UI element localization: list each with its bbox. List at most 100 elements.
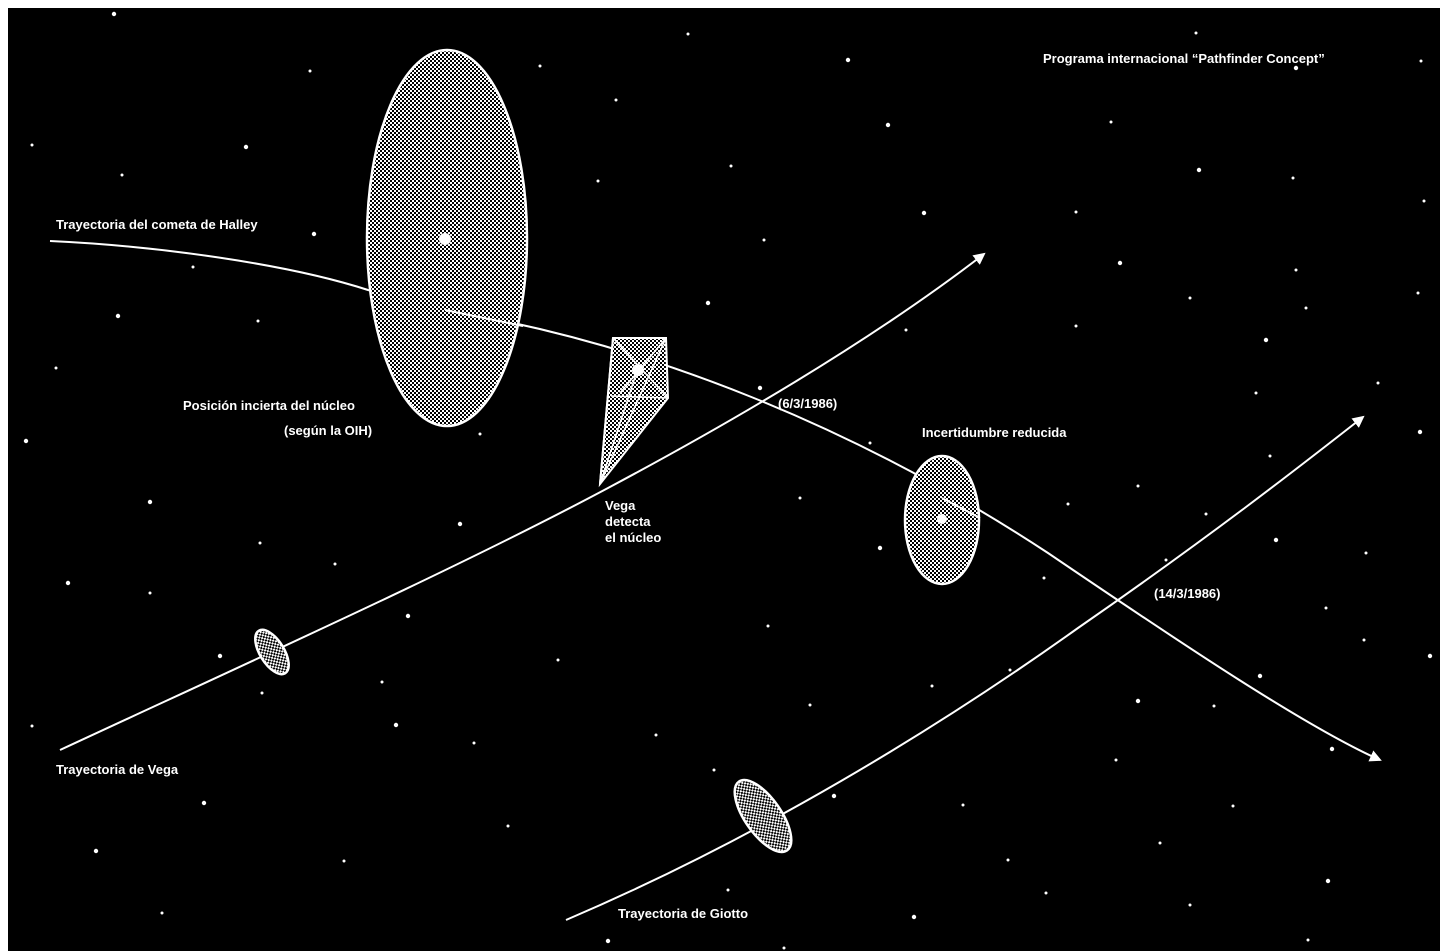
star [1232,805,1235,808]
star [1423,200,1426,203]
vega-trajectory-label: Trayectoria de Vega [56,762,178,778]
star [597,180,600,183]
reduced-uncertainty-label: Incertidumbre reducida [922,425,1066,441]
star [615,99,618,102]
uncertain-position-label: Posición incierta del núcleo [183,398,355,414]
diagram-canvas: Programa internacional “Pathfinder Conce… [8,8,1440,951]
star [869,442,872,445]
star [905,329,908,332]
star [149,592,152,595]
star [1365,552,1368,555]
star [1274,538,1278,542]
star [257,320,260,323]
star [1258,674,1262,678]
star [112,12,116,16]
star [244,145,248,149]
star [1255,392,1258,395]
star [687,33,690,36]
giotto-trajectory-label: Trayectoria de Giotto [618,906,748,922]
giotto-probe [724,771,802,860]
star [381,681,384,684]
star [1189,904,1192,907]
diagram-title: Programa internacional “Pathfinder Conce… [1043,51,1325,67]
star [1136,699,1140,703]
star [343,860,346,863]
star [116,314,120,318]
star [479,433,482,436]
star [922,211,926,215]
uncertain-position-source-label: (según la OIH) [284,423,372,439]
star [846,58,850,62]
star [1295,269,1298,272]
star [202,801,206,805]
star [55,367,58,370]
star [31,144,34,147]
star [758,386,762,390]
halley-trajectory-line [50,241,1380,760]
star [886,123,890,127]
star [962,804,965,807]
star [334,563,337,566]
vega-detects-label-2: detecta [605,514,651,530]
nucleus-position-marker [439,233,451,245]
star [557,659,560,662]
star [1115,759,1118,762]
star [730,165,733,168]
star [1075,325,1078,328]
star [1197,168,1201,172]
star [192,266,195,269]
diagram-svg [8,8,1440,951]
star [912,915,916,919]
date-vega-label: (6/3/1986) [778,396,837,412]
star [606,939,610,943]
halley-trajectory-label: Trayectoria del cometa de Halley [56,217,258,233]
star [406,614,410,618]
vega-detects-label-1: Vega [605,498,635,514]
star [1363,639,1366,642]
star [309,70,312,73]
star [1213,705,1216,708]
star [312,232,316,236]
star [1189,297,1192,300]
star [1325,607,1328,610]
vega-probe [249,624,296,679]
star [832,794,836,798]
nucleus-marker-reduced [937,514,947,524]
star [1165,559,1168,562]
star [24,439,28,443]
star [1067,503,1070,506]
star [1075,211,1078,214]
star [507,825,510,828]
star [767,625,770,628]
star [1417,292,1420,295]
star [1043,577,1046,580]
star [809,704,812,707]
star [1045,892,1048,895]
star [1420,60,1423,63]
star [539,65,542,68]
star [259,542,262,545]
star [1159,842,1162,845]
star [1118,261,1122,265]
star [1009,669,1012,672]
star [1264,338,1268,342]
star [66,581,70,585]
star [121,174,124,177]
star [1428,654,1432,658]
star-field [24,12,1432,950]
star [727,889,730,892]
star [1305,307,1308,310]
star [706,301,710,305]
star [1110,121,1113,124]
star [1418,430,1422,434]
star [713,769,716,772]
star [148,500,152,504]
star [783,947,786,950]
star [31,725,34,728]
vega-trajectory-line [60,254,984,750]
star [655,734,658,737]
star [1292,177,1295,180]
star [1326,879,1330,883]
star [1330,747,1334,751]
star [218,654,222,658]
